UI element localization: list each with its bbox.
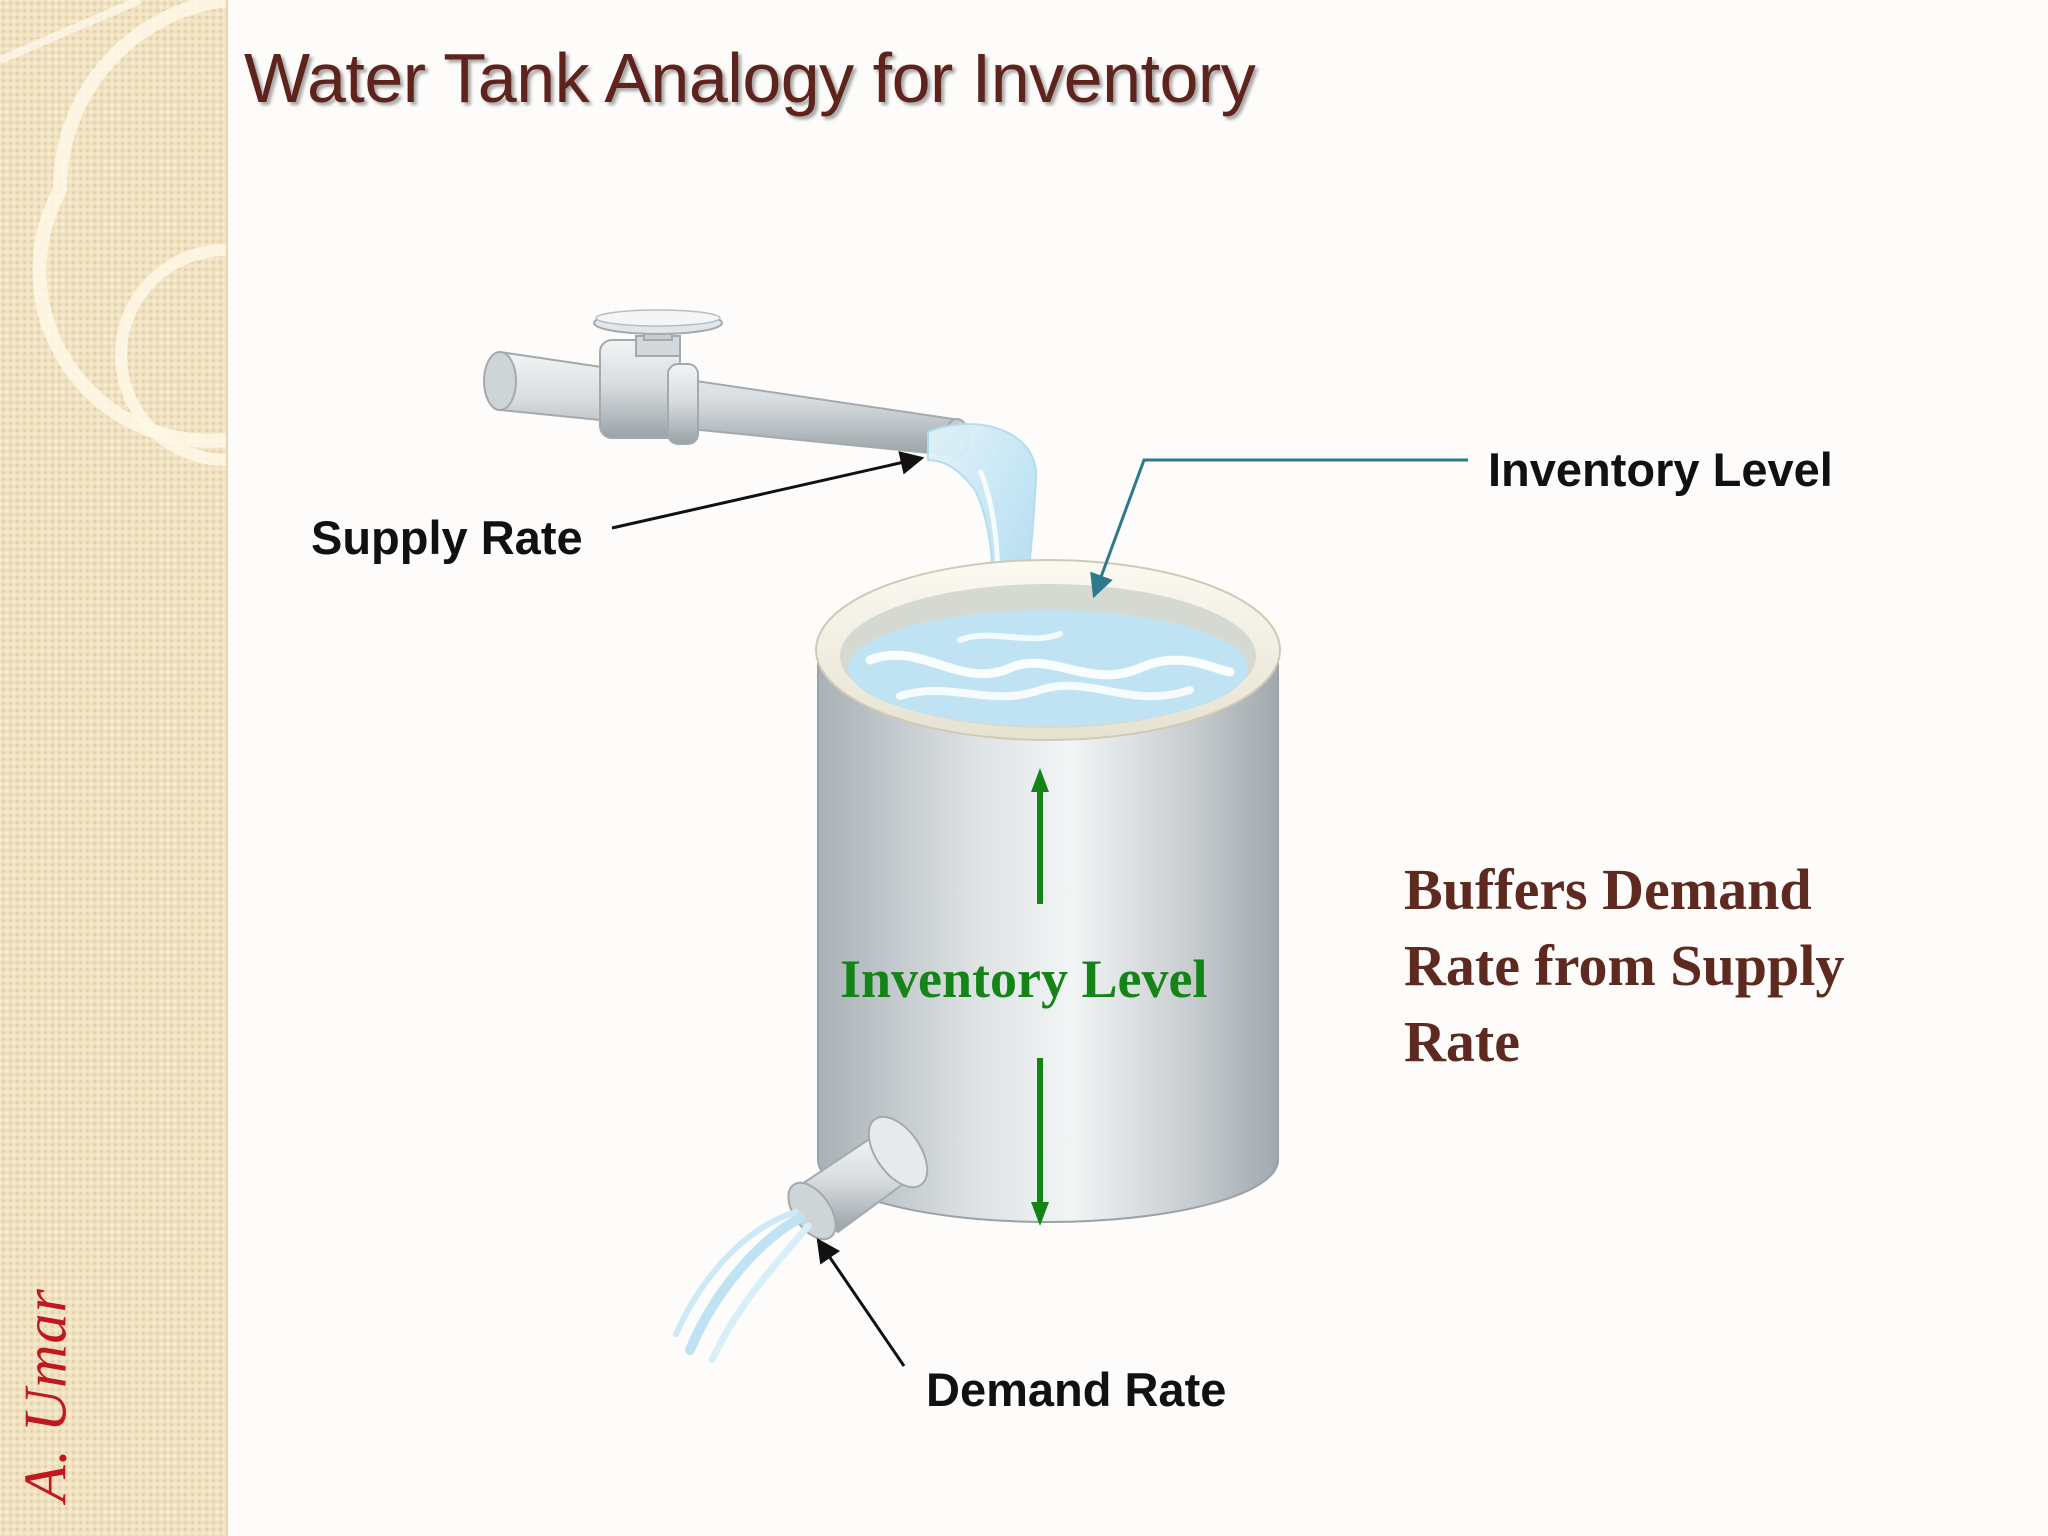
buffer-note-line: Rate (1404, 1009, 1520, 1074)
slide-title: Water Tank Analogy for Inventory (244, 39, 1256, 117)
inventory-level-arrows (1031, 768, 1049, 1226)
decorative-sidebar (0, 0, 228, 1536)
buffer-note-line: Buffers Demand (1404, 857, 1812, 922)
buffer-note: Buffers Demand Rate from Supply Rate (1404, 852, 1964, 1080)
buffer-note-line: Rate from Supply (1404, 933, 1845, 998)
demand-rate-pointer (816, 1238, 906, 1367)
inventory-level-pointer (1090, 458, 1468, 599)
inventory-level-label: Inventory Level (1488, 443, 1833, 496)
drain-pipe (787, 1115, 929, 1241)
swirl-decoration (0, 0, 226, 466)
water-surface (848, 610, 1248, 726)
supply-pipe (483, 339, 970, 458)
supply-rate-label: Supply Rate (311, 511, 583, 564)
supply-rate-pointer (611, 451, 925, 530)
drain-water-icon (673, 1209, 812, 1364)
valve-handle-icon (593, 309, 723, 357)
tank-inventory-level-label: Inventory Level (840, 949, 1208, 1009)
demand-rate-label: Demand Rate (926, 1363, 1227, 1416)
